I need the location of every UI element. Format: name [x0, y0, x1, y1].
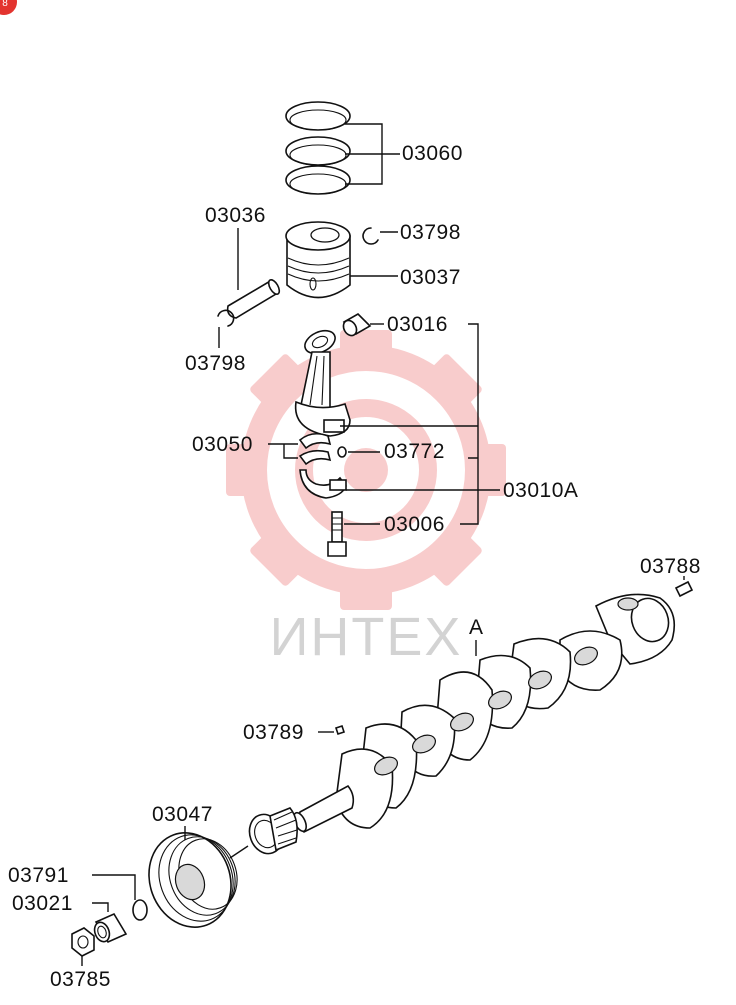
watermark-gear-logo: [226, 330, 506, 610]
label-03050: 03050: [192, 433, 253, 456]
crank-gear-drawing: [248, 807, 298, 855]
pin-03788-drawing: [674, 580, 694, 598]
label-03798-top: 03798: [400, 221, 461, 244]
snap-ring-top-drawing: [362, 227, 379, 245]
bearing-shells-drawing: [298, 432, 332, 466]
label-03037: 03037: [400, 266, 461, 289]
label-03785: 03785: [50, 968, 111, 991]
crankshaft-drawing: [293, 593, 676, 833]
svg-text:8: 8: [2, 0, 8, 9]
snap-ring-left-drawing: [217, 309, 235, 327]
label-03010A: 03010A: [503, 479, 578, 502]
label-03798-left: 03798: [185, 352, 246, 375]
label-03788: 03788: [640, 555, 701, 578]
connecting-rod-drawing: [294, 329, 351, 437]
label-03036: 03036: [205, 204, 266, 227]
collar-03021-drawing: [93, 912, 128, 944]
watermark-text: ИНТЕХ: [270, 607, 463, 667]
label-03791: 03791: [8, 864, 69, 887]
piston-rings-drawing: [285, 101, 351, 195]
piston-drawing: [285, 221, 351, 299]
nut-03785-drawing: [71, 927, 95, 957]
label-03006: 03006: [384, 513, 445, 536]
label-03772: 03772: [384, 440, 445, 463]
nut-03772-drawing: [337, 446, 347, 458]
label-03789: 03789: [243, 721, 304, 744]
key-03789-drawing: [334, 724, 346, 736]
o-ring-03791-drawing: [132, 899, 148, 921]
rod-bolt-drawing: [327, 511, 347, 557]
crank-pulley-drawing: [148, 832, 238, 928]
rod-cap-drawing: [299, 469, 347, 499]
label-03021: 03021: [12, 892, 73, 915]
label-03016: 03016: [387, 313, 448, 336]
label-A: A: [469, 616, 484, 639]
piston-pin-drawing: [226, 278, 281, 319]
assembly-bracket: [340, 323, 479, 525]
corner-badge: 8: [0, 0, 17, 15]
label-03060: 03060: [402, 142, 463, 165]
bushing-drawing: [342, 313, 372, 337]
label-03047: 03047: [152, 803, 213, 826]
gear-to-pulley-line: [229, 845, 249, 859]
